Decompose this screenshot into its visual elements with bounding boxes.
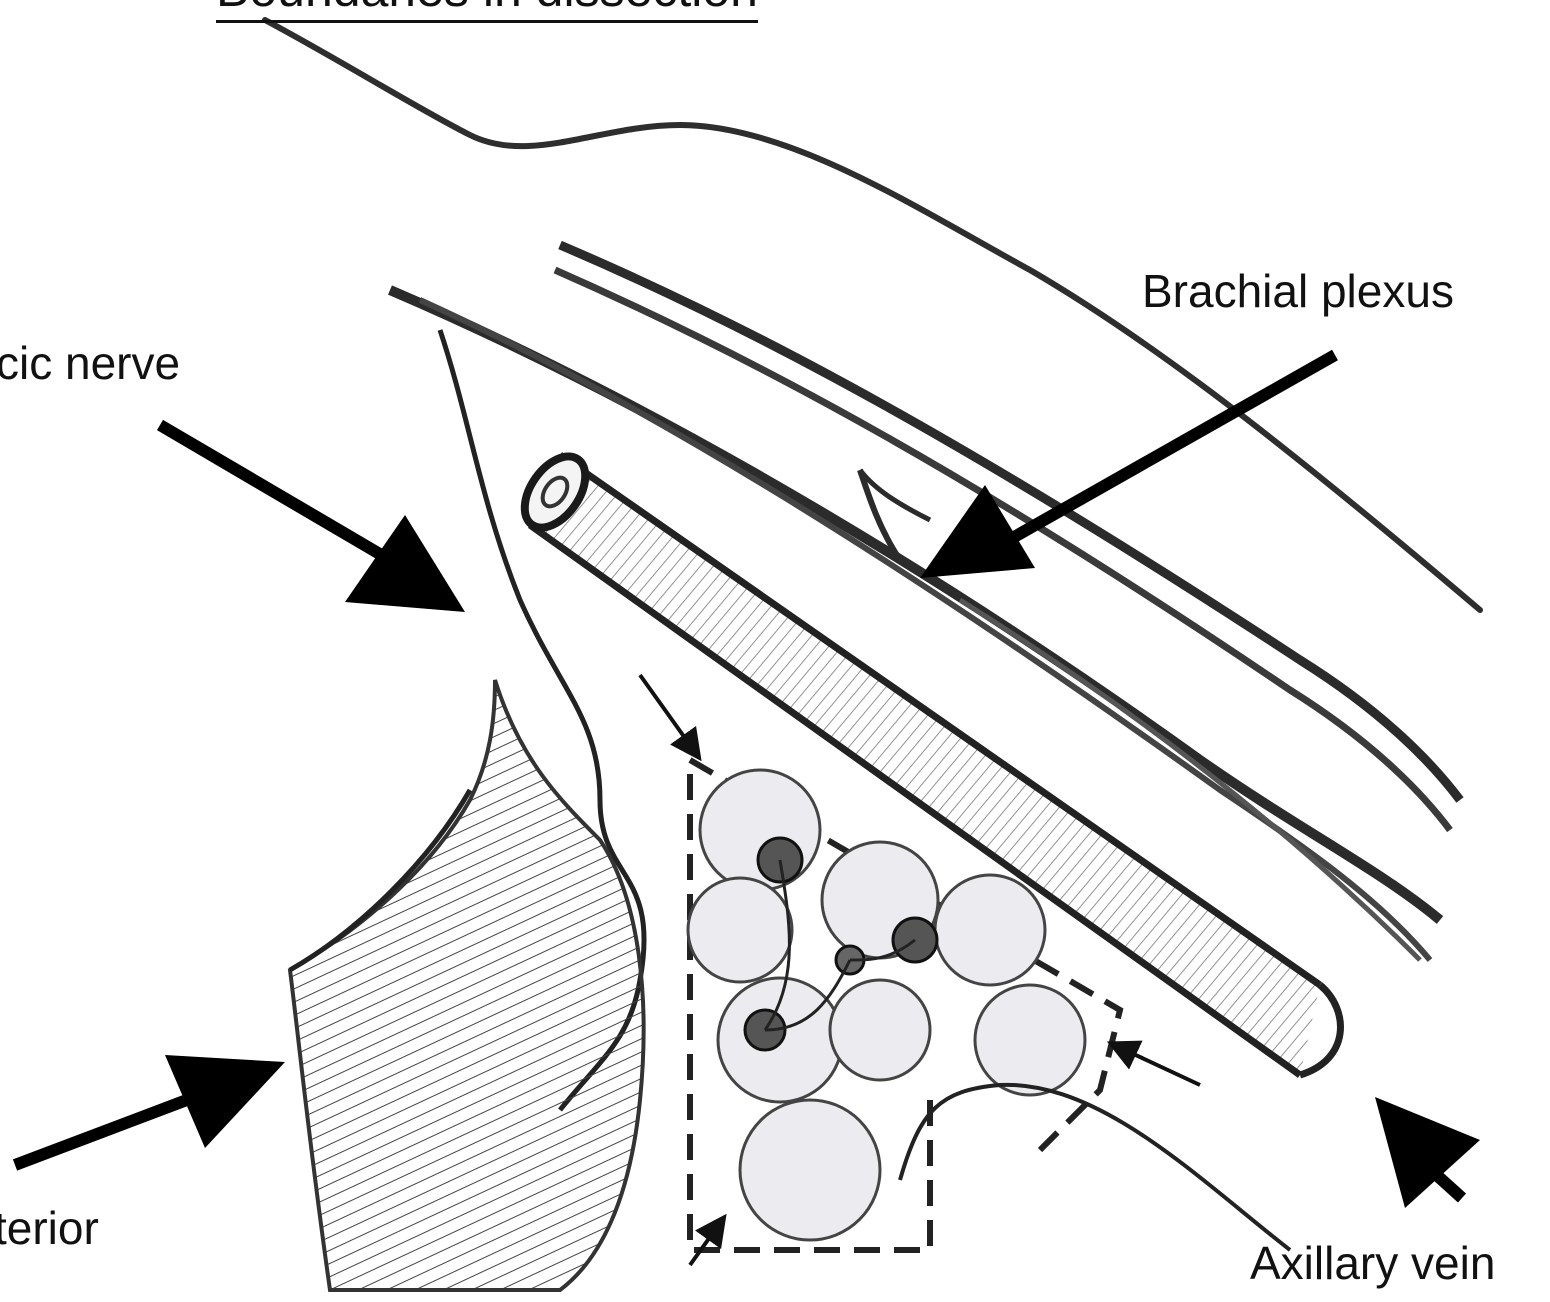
label-long-thoracic-nerve: cic nerve [0,340,180,386]
vein-tributary [900,1085,1290,1250]
label-serratus-anterior: terior [0,1205,99,1251]
serratus-anterior-drawing [290,680,644,1290]
arrow-serratus-anterior [15,1055,285,1165]
arrow-axillary-vein [1375,1097,1480,1208]
small-arrow-top [640,675,690,745]
label-brachial-plexus: Brachial plexus [1142,268,1454,314]
small-arrow-right [1125,1050,1200,1085]
figure-title: Boundaries in dissection [216,0,758,23]
label-axillary-vein: Axillary vein [1250,1240,1495,1286]
arrow-long-thoracic-nerve [160,425,465,612]
